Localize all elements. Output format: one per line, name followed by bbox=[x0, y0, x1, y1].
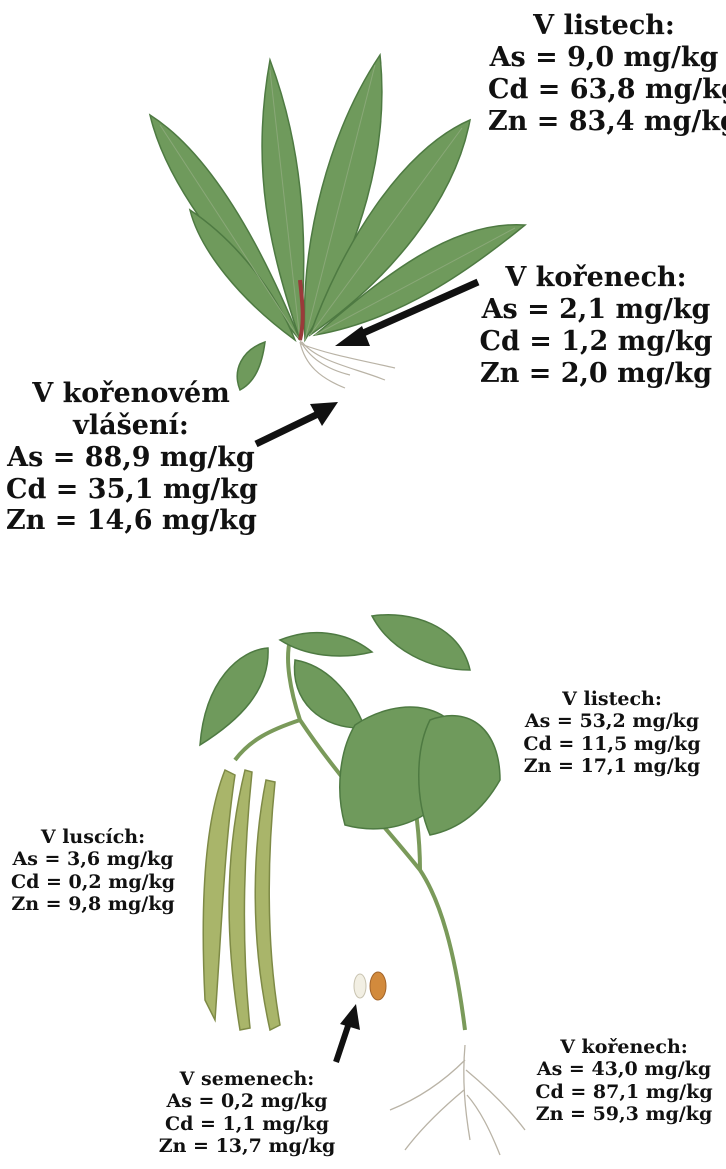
plant1-roots-cd: Cd = 1,2 mg/kg bbox=[476, 326, 716, 358]
plant2-pods bbox=[203, 770, 280, 1030]
plant2-leaves-cd: Cd = 11,5 mg/kg bbox=[512, 733, 712, 755]
plant2-roots-cd: Cd = 87,1 mg/kg bbox=[524, 1081, 724, 1103]
plant2-roots-zn: Zn = 59,3 mg/kg bbox=[524, 1103, 724, 1125]
plant2-seeds-label: V semenech: As = 0,2 mg/kg Cd = 1,1 mg/k… bbox=[146, 1068, 348, 1158]
plant2-roots-heading: V kořenech: bbox=[524, 1036, 724, 1058]
plant2-pods-heading: V luscích: bbox=[2, 826, 184, 848]
plant2-leaves-heading: V listech: bbox=[512, 688, 712, 710]
plant1-leaves-zn: Zn = 83,4 mg/kg bbox=[488, 106, 720, 138]
plant1-leaves-heading: V listech: bbox=[488, 10, 720, 42]
plant2-seeds-heading: V semenech: bbox=[146, 1068, 348, 1090]
plant2-roots bbox=[390, 1045, 525, 1155]
plant1-leaves-as: As = 9,0 mg/kg bbox=[488, 42, 720, 74]
plant1-roots-heading: V kořenech: bbox=[476, 262, 716, 294]
plant1-root-hairs-as: As = 88,9 mg/kg bbox=[6, 442, 256, 474]
plant2-leaves-as: As = 53,2 mg/kg bbox=[512, 710, 712, 732]
plant1-leaves-label: V listech: As = 9,0 mg/kg Cd = 63,8 mg/k… bbox=[488, 10, 720, 137]
plant1-root-hairs-heading-1: V kořenovém bbox=[6, 378, 256, 410]
plant2-seed bbox=[370, 972, 386, 1000]
plant2-pods-as: As = 3,6 mg/kg bbox=[2, 848, 184, 870]
plant2-seeds-zn: Zn = 13,7 mg/kg bbox=[146, 1135, 348, 1157]
plant2-roots-label: V kořenech: As = 43,0 mg/kg Cd = 87,1 mg… bbox=[524, 1036, 724, 1126]
plant1-leaves-cd: Cd = 63,8 mg/kg bbox=[488, 74, 720, 106]
plant2-leaves-zn: Zn = 17,1 mg/kg bbox=[512, 755, 712, 777]
plant1-root-hairs bbox=[300, 340, 395, 388]
plant1-leaves bbox=[150, 55, 525, 390]
plant2-seed-white bbox=[354, 974, 366, 998]
plant2-seeds-as: As = 0,2 mg/kg bbox=[146, 1090, 348, 1112]
plant1-root-hairs-arrow bbox=[256, 414, 318, 444]
plant2-leaves-label: V listech: As = 53,2 mg/kg Cd = 11,5 mg/… bbox=[512, 688, 712, 778]
plant2-seeds-cd: Cd = 1,1 mg/kg bbox=[146, 1113, 348, 1135]
plant1-root-hairs-label: V kořenovém vlášení: As = 88,9 mg/kg Cd … bbox=[6, 378, 256, 537]
plant2-pods-label: V luscích: As = 3,6 mg/kg Cd = 0,2 mg/kg… bbox=[2, 826, 184, 916]
plant2-seeds-arrowhead bbox=[340, 1004, 360, 1030]
plant1-root-hairs-zn: Zn = 14,6 mg/kg bbox=[6, 505, 256, 537]
plant1-root-hairs-cd: Cd = 35,1 mg/kg bbox=[6, 474, 256, 506]
plant1-roots-label: V kořenech: As = 2,1 mg/kg Cd = 1,2 mg/k… bbox=[476, 262, 716, 389]
plant2-roots-as: As = 43,0 mg/kg bbox=[524, 1058, 724, 1080]
plant1-roots-zn: Zn = 2,0 mg/kg bbox=[476, 358, 716, 390]
plant1-roots-as: As = 2,1 mg/kg bbox=[476, 294, 716, 326]
plant1-root-hairs-heading-2: vlášení: bbox=[6, 410, 256, 442]
plant2-pods-zn: Zn = 9,8 mg/kg bbox=[2, 893, 184, 915]
plant2-pods-cd: Cd = 0,2 mg/kg bbox=[2, 871, 184, 893]
